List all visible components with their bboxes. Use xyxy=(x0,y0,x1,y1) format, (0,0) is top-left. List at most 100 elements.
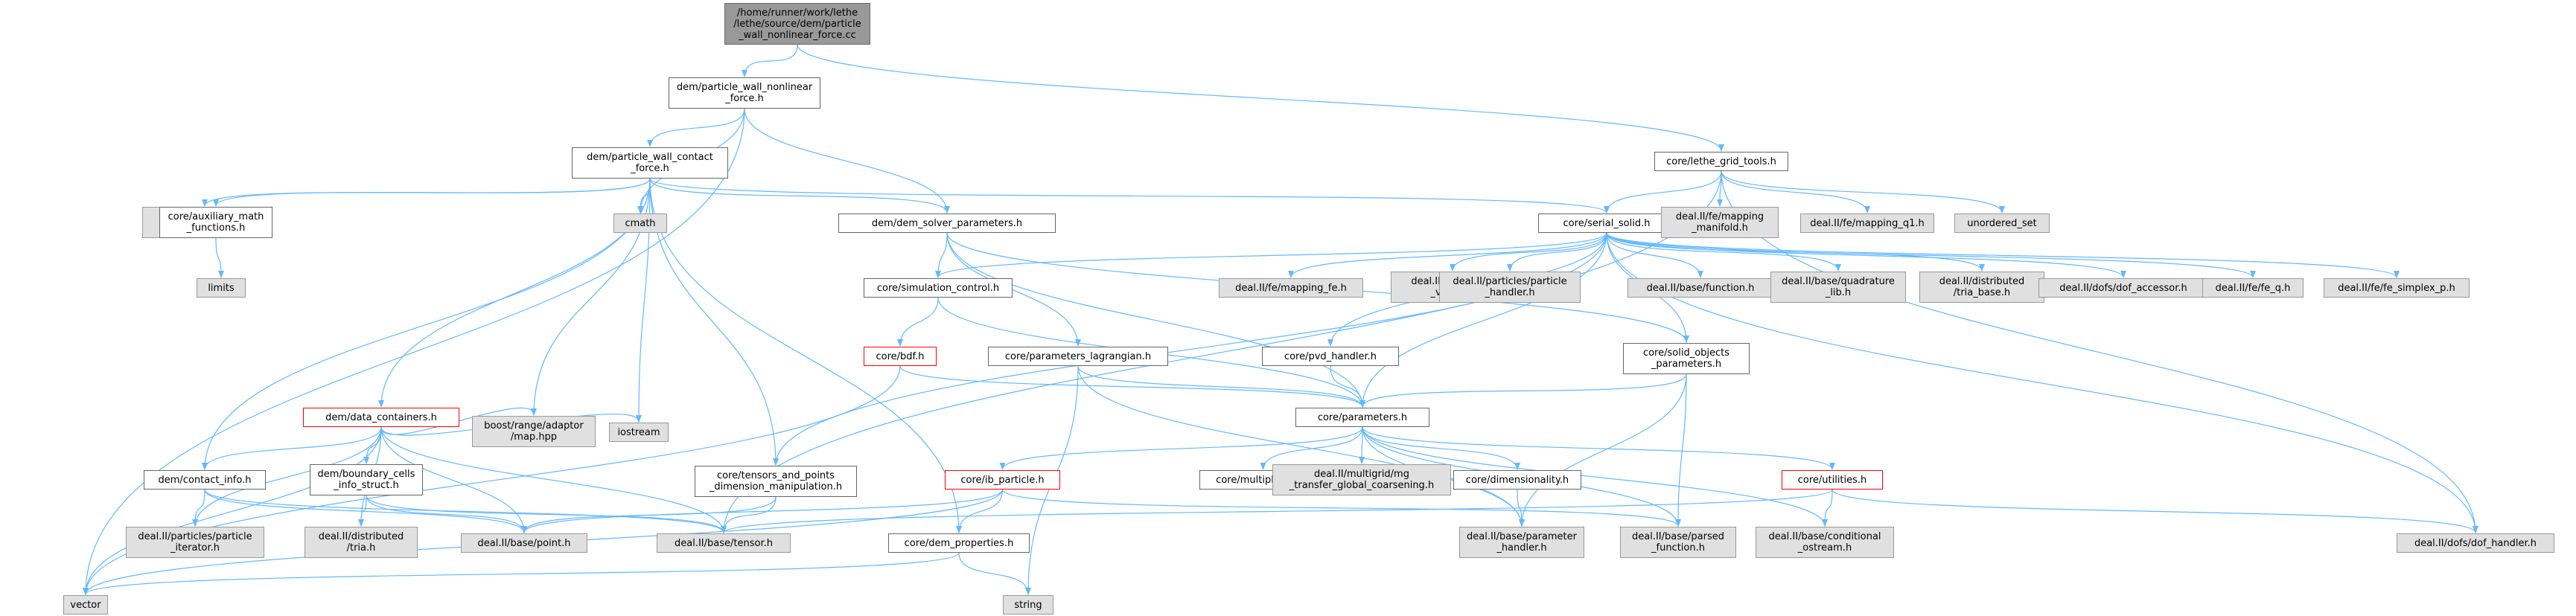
edge-sop-to-bph xyxy=(1519,373,1687,527)
edge-ibp-to-bpoint xyxy=(521,489,1004,533)
edge-demprops-to-string xyxy=(958,552,1031,595)
node-dc[interactable]: dem/data_containers.h xyxy=(303,408,459,427)
node-fe-map-q1: deal.II/fe/mapping_q1.h xyxy=(1800,214,1934,233)
edge-ss-to-dofacc xyxy=(1606,232,2126,278)
edge-sop-to-params xyxy=(1359,373,1687,408)
node-dim[interactable]: core/dimensionality.h xyxy=(1453,470,1581,490)
node-bquad: deal.II/base/quadrature _lib.h xyxy=(1770,272,1906,303)
node-pwnf[interactable]: dem/particle_wall_nonlinear _force.h xyxy=(669,77,820,109)
node-ibp[interactable]: core/ib_particle.h xyxy=(945,470,1060,490)
node-bco: deal.II/base/conditional _ostream.h xyxy=(1756,527,1894,558)
edge-ci-to-bpoint xyxy=(204,489,527,533)
node-tria: deal.II/distributed /tria.h xyxy=(305,527,418,558)
edge-pwcf-to-ci xyxy=(202,178,651,470)
edge-ci-to-ppi xyxy=(192,489,205,527)
edge-pwcf-to-demprops xyxy=(649,178,962,533)
node-dofacc: deal.II/dofs/dof_accessor.h xyxy=(2038,278,2208,298)
node-pwcf[interactable]: dem/particle_wall_contact _force.h xyxy=(572,147,728,179)
node-lgt[interactable]: core/lethe_grid_tools.h xyxy=(1654,152,1788,171)
node-bph: deal.II/base/parameter _handler.h xyxy=(1459,527,1584,558)
node-tapdm[interactable]: core/tensors_and_points _dimension_manip… xyxy=(695,466,857,497)
edge-ss-to-bfunc xyxy=(1606,232,1703,278)
edge-pwcf-to-ss xyxy=(649,178,1610,214)
node-ppi: deal.II/particles/particle _iterator.h xyxy=(126,527,264,558)
node-bcis[interactable]: dem/boundary_cells _info_struct.h xyxy=(310,464,423,495)
node-sop[interactable]: core/solid_objects _parameters.h xyxy=(1623,343,1750,374)
node-tria-base: deal.II/distributed /tria_base.h xyxy=(1919,272,2044,303)
edge-util-to-bco xyxy=(1822,489,1833,527)
edge-params-to-dim xyxy=(1362,426,1520,470)
edge-util-to-btensor xyxy=(721,489,1833,533)
edge-lgt-to-btensor xyxy=(721,170,1722,533)
node-root[interactable]: /home/runner/work/lethe /lethe/source/de… xyxy=(724,3,870,45)
edge-params-to-util xyxy=(1362,426,1835,470)
node-plag[interactable]: core/parameters_lagrangian.h xyxy=(988,347,1168,366)
edge-pwnf-to-pwcf xyxy=(647,108,745,147)
node-fesimp: deal.II/fe/fe_simplex_p.h xyxy=(2324,278,2470,298)
node-ci[interactable]: dem/contact_info.h xyxy=(144,470,266,490)
edge-bcis-to-btensor xyxy=(366,495,727,533)
node-vector: vector xyxy=(63,595,108,615)
edge-ss-to-simctl xyxy=(935,232,1607,278)
edge-lgt-to-fe_map_manifold xyxy=(1717,170,1724,207)
node-iostream: iostream xyxy=(609,423,669,442)
node-bdf[interactable]: core/bdf.h xyxy=(864,347,937,366)
edge-util-to-dofh xyxy=(1831,489,2478,533)
edge-sop-to-bpf xyxy=(1675,373,1687,527)
node-string: string xyxy=(1003,595,1053,615)
edge-lgt-to-uset xyxy=(1721,170,2005,214)
node-bfunc: deal.II/base/function.h xyxy=(1627,278,1773,298)
node-util[interactable]: core/utilities.h xyxy=(1782,470,1883,490)
edge-pwcf-to-aux xyxy=(213,178,651,207)
edge-lgt-to-dofh xyxy=(1721,170,2478,533)
node-ss[interactable]: core/serial_solid.h xyxy=(1538,214,1675,233)
edge-dsp-to-simctl xyxy=(935,232,948,278)
edge-pwcf-to-dsp xyxy=(649,178,950,214)
node-dofh: deal.II/dofs/dof_handler.h xyxy=(2397,533,2554,553)
edge-ss-to-trilinos xyxy=(1450,232,1607,272)
node-dsp[interactable]: dem/dem_solver_parameters.h xyxy=(838,214,1056,233)
edge-bdf-to-params xyxy=(899,365,1365,408)
node-simctl[interactable]: core/simulation_control.h xyxy=(864,278,1013,298)
node-ph: deal.II/particles/particle _handler.h xyxy=(1439,272,1581,303)
node-uset: unordered_set xyxy=(1954,214,2050,233)
node-bpoint: deal.II/base/point.h xyxy=(461,533,587,553)
edge-ibp-to-demprops xyxy=(956,489,1004,533)
edge-aux-to-limits xyxy=(215,237,224,278)
edge-ss-to-fe_map_fe xyxy=(1288,232,1607,278)
edge-params-to-multiphys xyxy=(1260,426,1363,470)
edge-bcis-to-tria xyxy=(358,495,367,527)
edge-ss-to-bquad xyxy=(1606,232,1841,272)
edge-params-to-ibp xyxy=(999,426,1363,470)
edge-pvd-to-params xyxy=(1330,365,1365,408)
edge-root-to-pwnf xyxy=(742,44,798,77)
node-btensor: deal.II/base/tensor.h xyxy=(657,533,791,553)
node-pvd[interactable]: core/pvd_handler.h xyxy=(1262,347,1399,366)
edge-bcis-to-bpoint xyxy=(366,495,527,533)
edge-ci-to-btensor xyxy=(204,489,727,533)
edge-dsp-to-params xyxy=(946,232,1365,408)
edge-ss-to-ph xyxy=(1507,232,1607,272)
edge-params-to-bco xyxy=(1362,426,1828,527)
edge-dc-to-vector xyxy=(83,426,382,595)
node-limits: limits xyxy=(197,278,246,298)
node-mg: deal.II/multigrid/mg _transfer_global_co… xyxy=(1272,464,1451,495)
edge-dc-to-ci xyxy=(202,426,382,470)
edge-dc-to-bpoint xyxy=(380,426,527,533)
edge-tapdm-to-btensor xyxy=(721,496,777,533)
edge-ibp-to-bpf xyxy=(1001,489,1681,527)
node-bpf: deal.II/base/parsed _function.h xyxy=(1620,527,1736,558)
node-aux[interactable]: core/auxiliary_math _functions.h xyxy=(159,207,272,238)
edge-root-to-lgt xyxy=(797,44,1724,152)
node-brange: boost/range/adaptor /map.hpp xyxy=(472,416,596,447)
edge-ss-to-fesimp xyxy=(1606,232,2400,278)
node-cmath: cmath xyxy=(613,214,667,233)
edge-plag-to-bph xyxy=(1077,365,1525,527)
edge-dsp-to-plag xyxy=(946,232,1081,347)
edge-simctl-to-bdf xyxy=(897,297,939,347)
node-demprops[interactable]: core/dem_properties.h xyxy=(888,533,1030,553)
node-params[interactable]: core/parameters.h xyxy=(1295,408,1429,427)
node-fe-map-fe: deal.II/fe/mapping_fe.h xyxy=(1219,278,1363,298)
edge-lgt-to-ss xyxy=(1604,170,1722,214)
